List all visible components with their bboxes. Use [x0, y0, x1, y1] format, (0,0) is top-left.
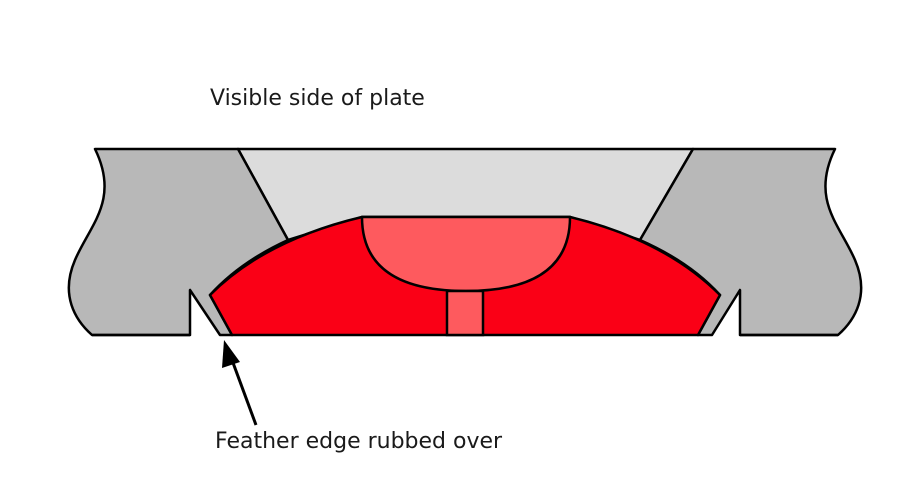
jewel-hole: [445, 289, 485, 337]
pointer-arrow-shaft: [230, 359, 258, 426]
left-setting-body: [67, 147, 290, 337]
label-feather-edge: Feather edge rubbed over: [215, 429, 503, 454]
pointer-arrowhead: [222, 340, 240, 368]
label-visible-side: Visible side of plate: [210, 86, 425, 111]
